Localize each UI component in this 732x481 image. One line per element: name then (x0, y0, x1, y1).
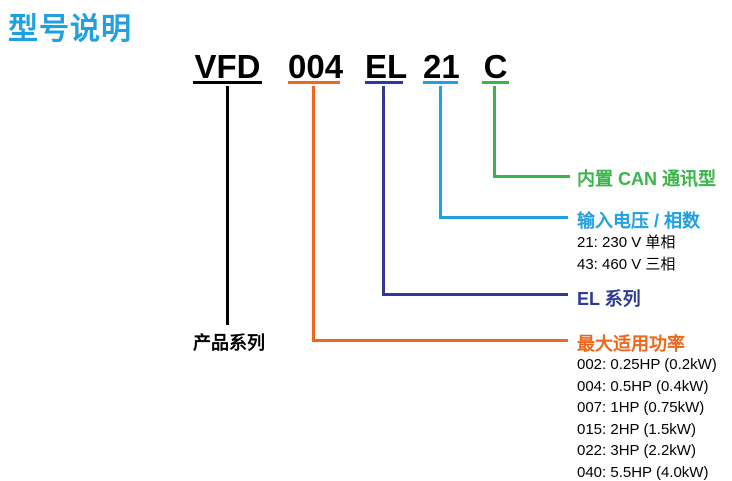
max-power-options: 002: 0.25HP (0.2kW) 004: 0.5HP (0.4kW) 0… (577, 354, 717, 481)
can-type-label: 内置 CAN 通讯型 (577, 169, 716, 189)
el-series-label: EL 系列 (577, 289, 641, 309)
input-voltage-connector-vline (439, 86, 442, 219)
page-title: 型号说明 (8, 13, 132, 46)
power-option: 004: 0.5HP (0.4kW) (577, 377, 709, 395)
power-option: 040: 5.5HP (4.0kW) (577, 463, 709, 481)
model-segment-series: EL (365, 48, 408, 85)
power-option: 015: 2HP (1.5kW) (577, 420, 696, 438)
model-segment-vfd: VFD (193, 48, 262, 85)
max-power-connector-hline (312, 339, 568, 342)
model-segment-power: 004 (288, 48, 344, 85)
can-type-connector-hline (493, 175, 570, 178)
voltage-option: 21: 230 V 单相 (577, 234, 676, 251)
model-segment-can: C (482, 48, 509, 85)
power-option: 022: 3HP (2.2kW) (577, 442, 696, 459)
voltage-option: 43: 460 V 三相 (577, 256, 676, 273)
product-series-connector-vline (226, 86, 229, 325)
input-voltage-heading: 输入电压 / 相数 (577, 211, 701, 231)
max-power-connector-vline (312, 86, 315, 342)
model-segment-voltage: 21 (423, 48, 460, 85)
input-voltage-options: 21: 230 V 单相 43: 460 V 三相 (577, 232, 675, 276)
power-option: 002: 0.25HP (0.2kW) (577, 356, 717, 373)
input-voltage-connector-hline (439, 216, 568, 219)
el-series-connector-vline (382, 86, 385, 296)
can-type-connector-vline (493, 86, 496, 178)
el-series-connector-hline (382, 293, 568, 296)
max-power-heading: 最大适用功率 (577, 334, 685, 354)
product-series-label: 产品系列 (193, 333, 265, 353)
power-option: 007: 1HP (0.75kW) (577, 399, 705, 416)
